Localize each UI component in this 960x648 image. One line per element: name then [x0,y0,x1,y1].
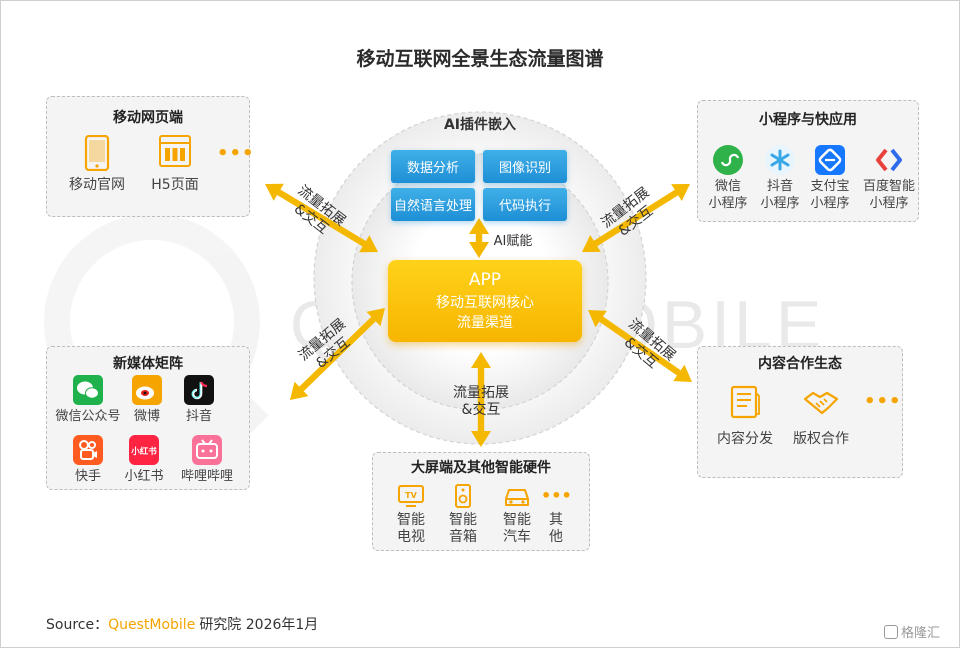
app-desc-line1: 移动互联网核心 [436,295,534,311]
douyin-icon [184,375,214,405]
douyin-mini-program-icon [765,145,795,175]
more-dots-icon: ••• [864,391,902,412]
content-box: 内容合作生态 内容分发 版权合作 ••• [697,346,903,478]
smart-car-item: 智能汽车 [495,483,539,546]
arrow-top-left [265,183,378,253]
douyin-item: 抖音 [175,375,223,425]
corner-logo-icon [884,625,898,639]
content-title: 内容合作生态 [758,356,842,372]
wechat-icon [73,375,103,405]
arrow-mid-right [588,310,692,382]
bilibili-icon [192,435,222,465]
svg-text:小红书: 小红书 [130,446,157,457]
more-dots-icon: ••• [541,486,572,505]
mini-programs-title: 小程序与快应用 [759,112,857,128]
source-brand: QuestMobile [108,617,196,633]
bilibili-item: 哔哩哔哩 [175,435,239,485]
capability-data-analysis: 数据分析 [391,150,475,183]
mobile-web-box: 移动网页端 移动官网 H5页面 ••• [46,96,254,217]
big-screen-title: 大屏端及其他智能硬件 [411,460,551,476]
webpage-icon [159,135,191,167]
wechat-mini-item: 微信小程序 [702,145,754,212]
handshake-icon [803,391,839,415]
wechat-mini-program-icon [713,145,743,175]
more-dots-icon: ••• [217,143,255,164]
page-title: 移动互联网全景生态流量图谱 [356,48,604,70]
smartphone-icon [84,135,110,171]
mobile-site-item: 移动官网 [61,135,133,194]
big-screen-box: 大屏端及其他智能硬件 TV 智能电视 智能音箱 智能汽车 ••• 其他 [372,452,590,551]
kuaishou-icon [73,435,103,465]
baidu-mini-item: 百度智能小程序 [858,145,920,212]
capability-code-execution: 代码执行 [483,188,567,221]
new-media-box: 新媒体矩阵 微信公众号 微博 抖音 快手 小红书 小红书 哔哩哔哩 [46,346,250,490]
copyright-item: 版权合作 [782,385,860,448]
other-devices-item: ••• 其他 [541,483,572,546]
xiaohongshu-icon: 小红书 [129,435,159,465]
arrow-label-bottom: 流量拓展&交互 [453,385,509,418]
ai-empower-label: AI赋能 [493,234,533,249]
wechat-official-item: 微信公众号 [49,375,127,425]
smart-tv-item: TV 智能电视 [389,483,433,546]
document-icon [730,385,760,419]
app-desc-line2: 流量渠道 [457,315,513,331]
svg-text:TV: TV [405,491,417,500]
capability-image-recognition: 图像识别 [483,150,567,183]
ai-plugin-title: AI插件嵌入 [443,117,517,133]
smart-speaker-item: 智能音箱 [441,483,485,546]
kuaishou-item: 快手 [61,435,115,485]
alipay-mini-item: 支付宝小程序 [802,145,858,212]
douyin-mini-item: 抖音小程序 [754,145,806,212]
tv-icon: TV [398,485,424,507]
xiaohongshu-item: 小红书 小红书 [113,435,175,485]
corner-logo: 格隆汇 [884,622,940,641]
arrow-bottom [471,352,491,447]
arrow-ai [469,218,489,258]
content-distribution-item: 内容分发 [706,385,784,448]
app-name: APP [468,270,502,290]
baidu-mini-program-icon [876,148,902,172]
alipay-mini-program-icon [815,145,845,175]
h5-page-item: H5页面 [139,135,211,194]
speaker-icon [455,484,471,508]
weibo-icon [132,375,162,405]
mobile-web-title: 移动网页端 [113,110,183,126]
mini-programs-box: 小程序与快应用 微信小程序 抖音小程序 支付宝小程序 百度智能小程序 [697,100,919,222]
app-core-box: APP 移动互联网核心 流量渠道 [388,260,582,342]
new-media-title: 新媒体矩阵 [113,356,183,372]
arrow-mid-left [290,308,385,400]
weibo-item: 微博 [123,375,171,425]
car-icon [505,489,529,506]
capability-nlp: 自然语言处理 [391,188,475,221]
arrow-top-right [582,184,690,252]
